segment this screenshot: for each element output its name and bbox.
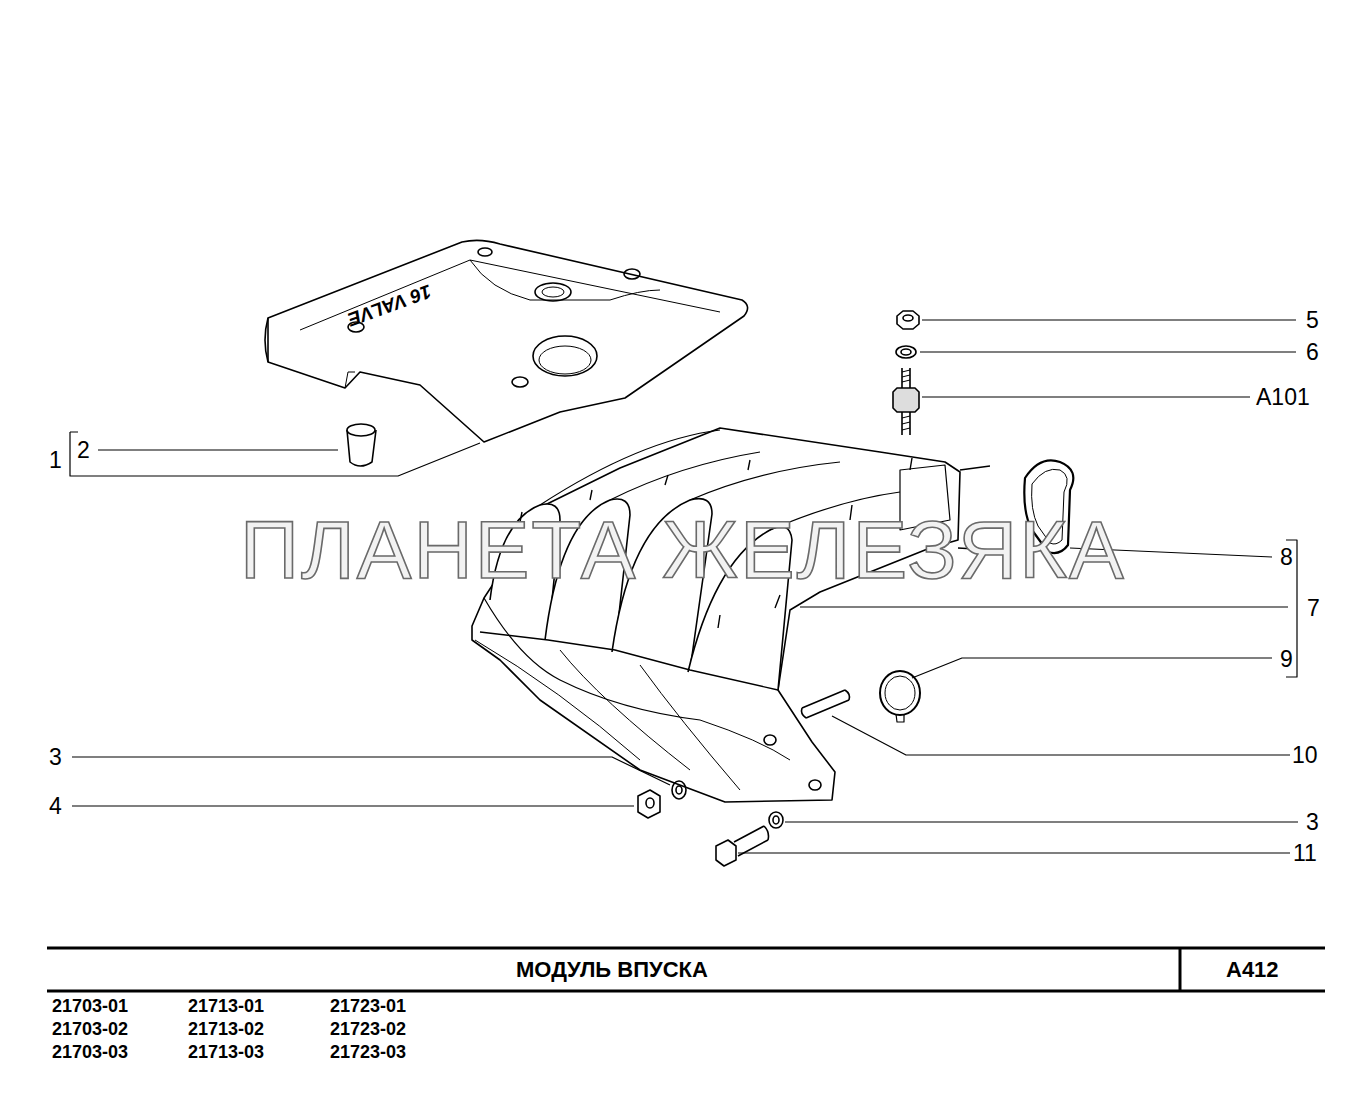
engine-cover	[265, 240, 748, 442]
callout-number: 9	[1280, 648, 1293, 671]
callout-number: А101	[1256, 386, 1310, 409]
title-block	[47, 948, 1325, 991]
model-code: 21723-01	[330, 997, 406, 1015]
callout-number: 2	[77, 439, 90, 462]
callout-number: 11	[1293, 842, 1317, 865]
callout-number: 10	[1292, 744, 1318, 767]
leader-lines	[70, 320, 1298, 853]
model-code: 21723-03	[330, 1043, 406, 1061]
callout-number: 4	[49, 795, 62, 818]
model-code: 21713-01	[188, 997, 264, 1015]
callout-number: 8	[1280, 546, 1293, 569]
model-code: 21723-02	[330, 1020, 406, 1038]
callout-number: 6	[1306, 341, 1319, 364]
model-code: 21703-01	[52, 997, 128, 1015]
model-code: 21713-03	[188, 1043, 264, 1061]
callout-number: 3	[49, 746, 62, 769]
callout-number: 3	[1306, 811, 1319, 834]
callout-number: 1	[49, 449, 62, 472]
model-code: 21703-02	[52, 1020, 128, 1038]
watermark: ПЛАНЕТА ЖЕЛЕЗЯКА	[240, 509, 1126, 591]
callout-number: 5	[1306, 309, 1319, 332]
rubber-bush	[347, 424, 376, 466]
intake-manifold	[472, 428, 992, 802]
sheet-number: А412	[1226, 959, 1279, 981]
diagram-title: МОДУЛЬ ВПУСКА	[516, 959, 708, 981]
fasteners	[893, 311, 919, 435]
model-code: 21703-03	[52, 1043, 128, 1061]
callout-number: 7	[1307, 597, 1320, 620]
model-code: 21713-02	[188, 1020, 264, 1038]
